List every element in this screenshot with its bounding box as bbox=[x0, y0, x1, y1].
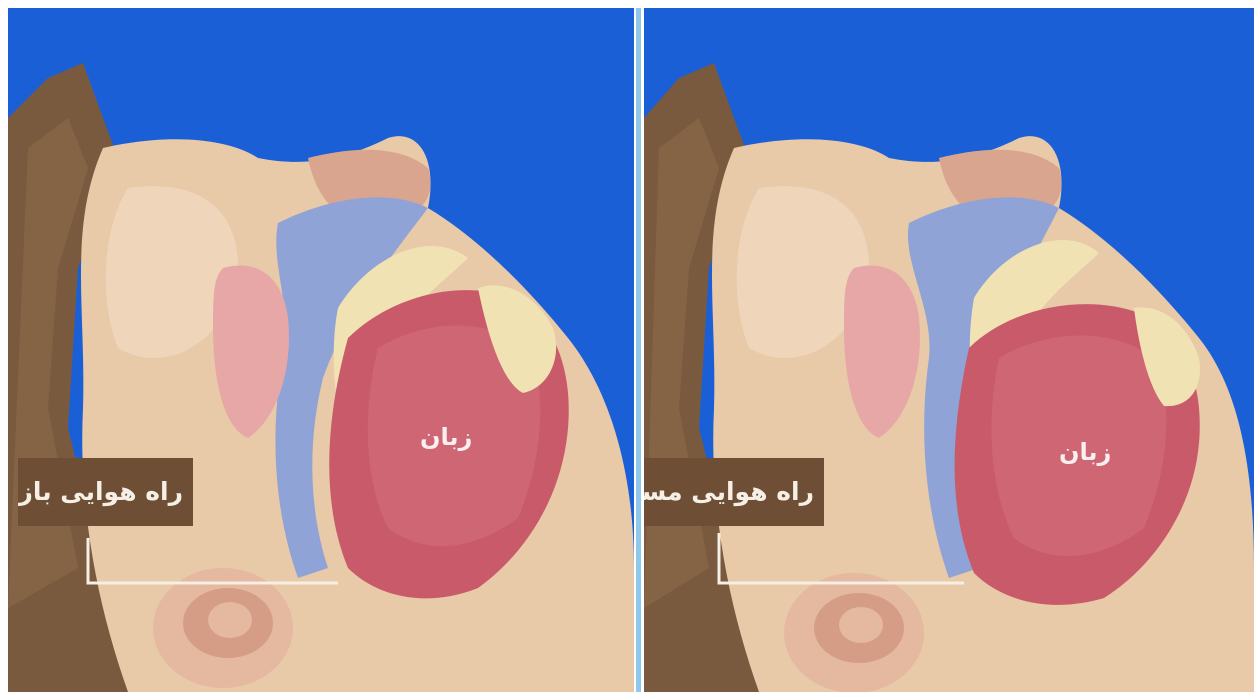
obstructed-airway-illustration bbox=[644, 8, 1254, 692]
open-airway-panel: راه هوایی باز زبان bbox=[8, 8, 634, 692]
obstructed-airway-label: راه هوایی مسدود bbox=[644, 458, 824, 526]
obstructed-airway-panel: راه هوایی مسدود زبان bbox=[644, 8, 1254, 692]
open-airway-illustration bbox=[8, 8, 634, 692]
tongue-label: زبان bbox=[1059, 438, 1111, 466]
tongue-label: زبان bbox=[420, 423, 472, 451]
panel-divider bbox=[636, 8, 641, 692]
open-airway-label: راه هوایی باز bbox=[18, 458, 193, 526]
